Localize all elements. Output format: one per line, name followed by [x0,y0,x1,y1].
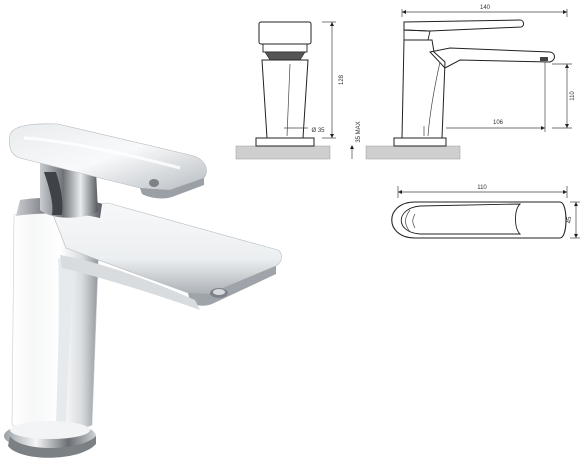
elevation-view-drawing: 140 110 106 [365,5,576,160]
dim-top-depth: 45 [567,216,573,223]
dim-front-width: 140 [480,5,491,11]
dim-spout-height: 110 [570,91,576,101]
dim-base-diameter: Ø 35 [311,128,325,134]
top-view-drawing: 110 45 [391,185,580,239]
dim-spout-reach: 106 [493,120,504,126]
dim-side-height: 128 [339,74,345,85]
dim-top-length: 110 [477,185,487,191]
side-view-drawing: 128 Ø 35 35 MAX [235,21,362,160]
dim-max-deck: 35 MAX [356,121,362,142]
